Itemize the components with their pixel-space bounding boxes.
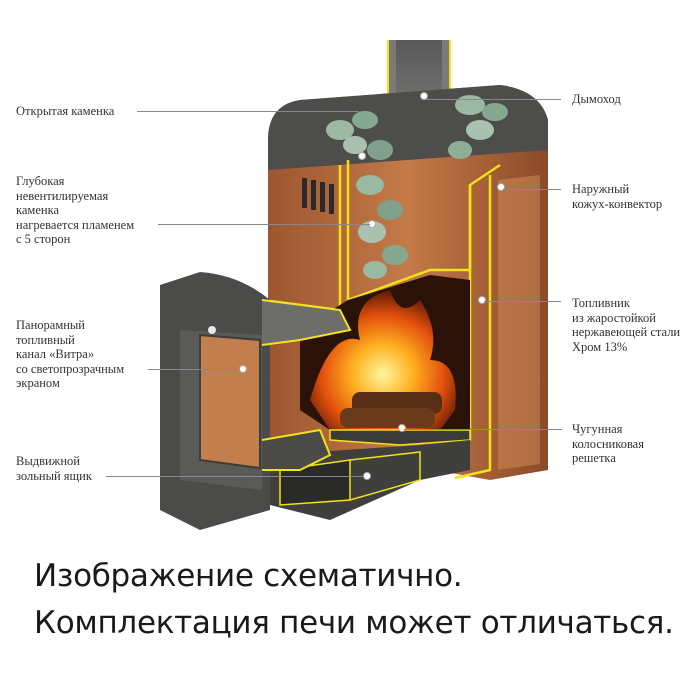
label-firebox: Топливник из жаростойкой нержавеющей ста… xyxy=(572,296,681,354)
leader-ash-drawer xyxy=(106,476,364,477)
label-deep-heater: Глубокая невентилируемая каменка нагрева… xyxy=(16,174,135,246)
leader-grate xyxy=(404,429,562,430)
callout-markers xyxy=(239,92,505,480)
label-chimney: Дымоход xyxy=(572,92,621,106)
caption-line-2: Комплектация печи может отличаться. xyxy=(34,605,674,641)
heater-stones xyxy=(326,95,508,279)
label-open-heater: Открытая каменка xyxy=(16,104,115,118)
grate xyxy=(329,429,471,446)
leader-panoramic-channel xyxy=(148,369,240,370)
leader-deep-heater xyxy=(158,224,370,225)
label-ash-drawer: Выдвижной зольный ящик xyxy=(16,454,92,483)
label-panoramic-channel: Панорамный топливный канал «Витра» со св… xyxy=(16,318,125,390)
leader-firebox xyxy=(484,301,561,302)
stove-cutaway-illustration xyxy=(160,40,548,530)
leader-chimney xyxy=(426,99,561,100)
label-outer-casing: Наружный кожух-конвектор xyxy=(572,182,663,211)
leader-outer-casing xyxy=(503,189,561,190)
firewood-logs xyxy=(340,392,442,428)
leader-open-heater xyxy=(137,111,359,112)
label-grate: Чугунная колосниковая решетка xyxy=(572,422,644,465)
caption-line-1: Изображение схематично. xyxy=(34,558,463,594)
vent-slots xyxy=(302,178,334,214)
